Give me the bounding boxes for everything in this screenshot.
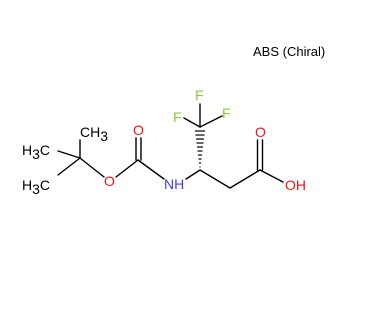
atom-acid-carbonyl-o: O bbox=[255, 124, 266, 140]
atom-f-right: F bbox=[222, 105, 231, 121]
bond-ch2-acid-c bbox=[229, 169, 261, 189]
bond-stereocenter-ch2 bbox=[199, 169, 231, 189]
atom-nh: NH bbox=[164, 176, 184, 192]
atom-ester-o: O bbox=[104, 173, 115, 189]
atom-ch3-top: CH3 bbox=[80, 124, 108, 144]
bond-acid-c-oh bbox=[259, 169, 284, 183]
bond-cf3-f-left bbox=[183, 117, 201, 128]
atom-oh: OH bbox=[285, 177, 306, 193]
bond-nh-stereocenter bbox=[185, 169, 201, 180]
bond-cf3-f-right bbox=[199, 115, 223, 128]
atom-f-top: F bbox=[195, 87, 204, 103]
bond-ester-o-carbonyl-c bbox=[115, 159, 139, 178]
bond-cq-h3c-lower bbox=[57, 157, 81, 176]
atom-h3c-lower: H3C bbox=[22, 177, 50, 197]
atom-f-left: F bbox=[173, 109, 182, 125]
bond-cq-ester-o bbox=[79, 157, 105, 178]
bond-cq-h3c-upper bbox=[57, 150, 81, 159]
hashed-wedge-bond bbox=[195, 130, 205, 168]
atom-h3c-upper: H3C bbox=[22, 142, 50, 162]
atom-carbonyl-o: O bbox=[133, 122, 144, 138]
bond-carbonyl-c-nh bbox=[137, 159, 165, 180]
stereo-label: ABS (Chiral) bbox=[253, 44, 326, 59]
